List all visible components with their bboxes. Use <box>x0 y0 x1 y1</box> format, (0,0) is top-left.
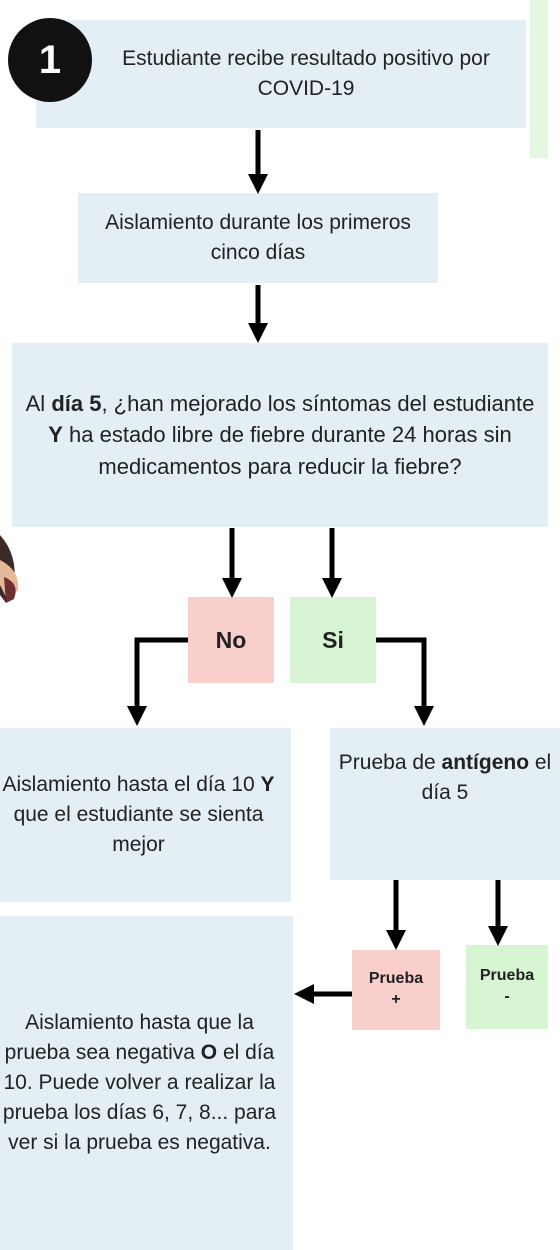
step-number: 1 <box>38 37 62 82</box>
positive-result-box: Estudiante recibe resultado positivo por… <box>36 20 526 128</box>
isolation-until-negative-text: Aislamiento hasta que la prueba sea nega… <box>2 1011 277 1154</box>
si-label: Si <box>322 626 344 653</box>
isolation-five-days-text: Aislamiento durante los primeros cinco d… <box>105 211 411 264</box>
no-label: No <box>215 626 247 653</box>
flow-arrows <box>127 130 508 1004</box>
decorative-figure <box>0 535 19 603</box>
isolation-day10-text: Aislamiento hasta el día 10 Y que el est… <box>2 773 275 856</box>
si-box: Si <box>290 597 376 683</box>
arrow-si-to-antigen <box>376 637 434 726</box>
day5-question-text: Al día 5, ¿han mejorado los síntomas del… <box>25 391 535 479</box>
arrow-no-to-isolation10 <box>127 637 188 726</box>
antigen-test-text: Prueba de antígeno el día 5 <box>338 751 552 804</box>
isolation-until-negative-box: Aislamiento hasta que la prueba sea nega… <box>0 916 293 1250</box>
test-negative-label: Prueba - <box>479 967 535 1005</box>
isolation-five-days-box: Aislamiento durante los primeros cinco d… <box>78 193 438 283</box>
no-box: No <box>188 597 274 683</box>
isolation-day10-box: Aislamiento hasta el día 10 Y que el est… <box>0 728 291 902</box>
positive-result-text: Estudiante recibe resultado positivo por… <box>122 47 490 100</box>
antigen-test-box: Prueba de antígeno el día 5 <box>330 728 560 880</box>
test-positive-label: Prueba + <box>368 970 424 1008</box>
day5-question-box: Al día 5, ¿han mejorado los síntomas del… <box>12 343 548 527</box>
test-negative-box: Prueba - <box>466 945 548 1029</box>
step-number-badge: 1 <box>8 18 92 102</box>
test-positive-box: Prueba + <box>352 950 440 1030</box>
side-green-panel <box>530 0 548 158</box>
